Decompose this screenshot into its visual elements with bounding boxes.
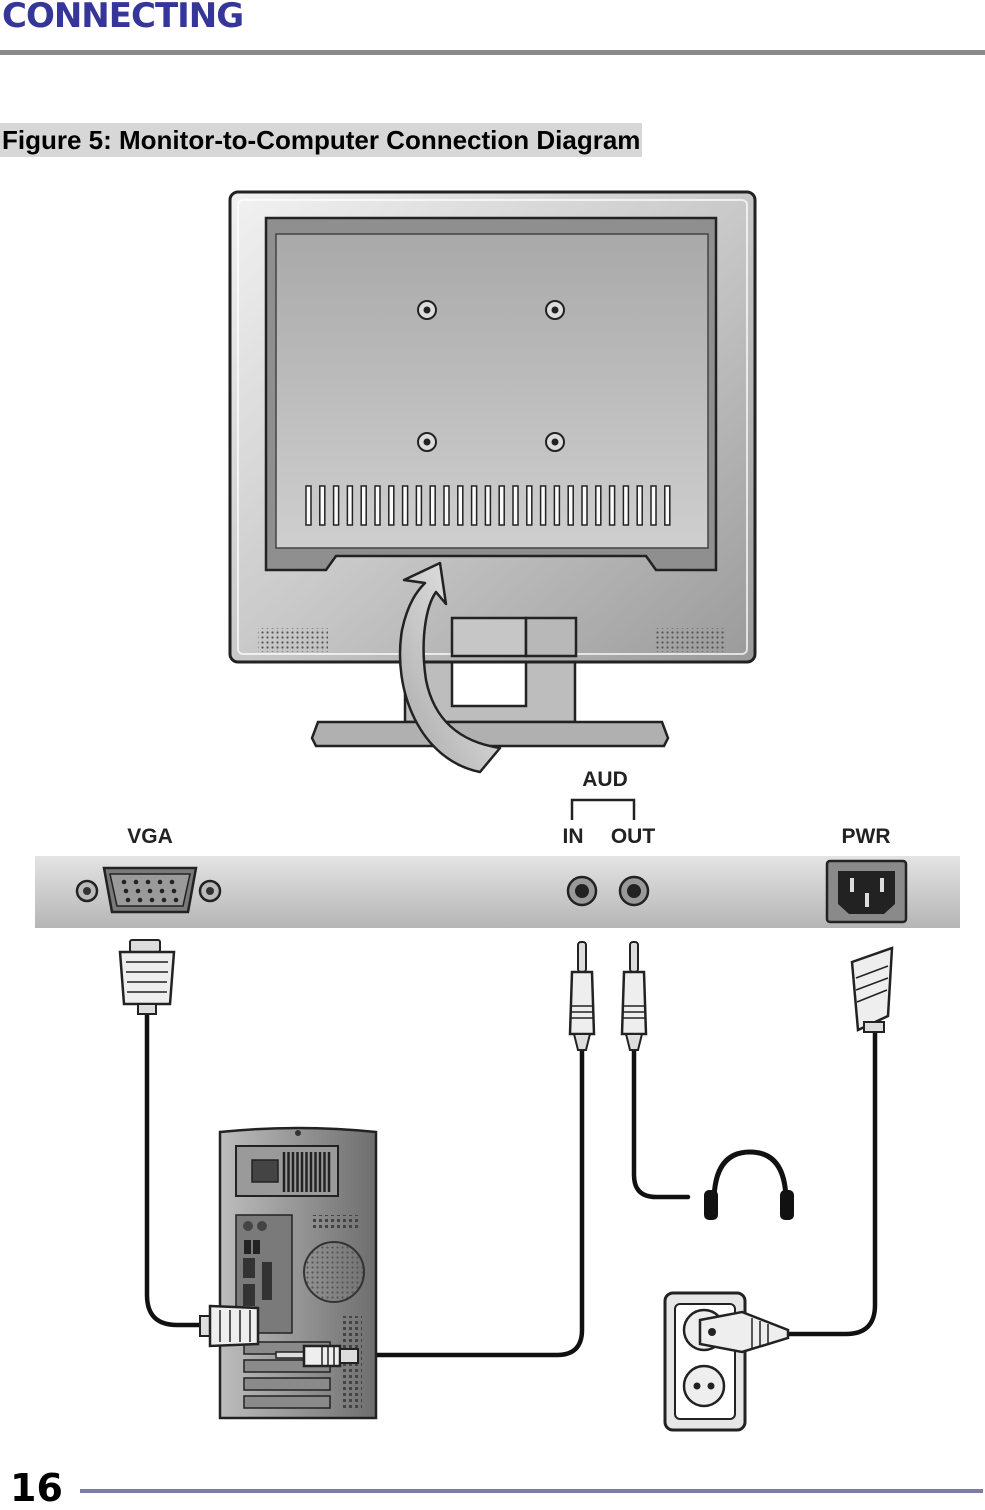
audio-in-plug [568,941,596,1051]
audio-group-bracket [570,798,636,820]
vga-pin [173,897,179,903]
vent-slot [457,485,464,526]
pc-vga-plug [199,1304,260,1348]
wall-plug [698,1310,790,1354]
vent-slot [608,485,616,526]
vga-pin [121,879,127,885]
rear-vents [305,485,671,526]
connector-cover-arrow [398,561,502,774]
connector-panel [35,856,960,928]
vga-pin [145,879,151,885]
case-fan [303,1241,365,1303]
footer-divider [80,1489,983,1493]
audio-group-label: AUD [582,768,628,791]
power-plug [850,946,894,1033]
vent-slot [664,485,671,526]
vga-port [75,866,222,914]
vga-pin [123,888,129,894]
power-port-label: PWR [842,825,891,848]
vent-slot [526,485,533,526]
connection-diagram: VGA AUD IN OUT PWR [35,190,960,1432]
header-divider [0,50,985,55]
vent-slot [305,485,312,526]
vent-slot [374,485,381,526]
vent-slot [332,485,340,526]
vent-slot [319,485,326,526]
vent-slot [650,485,657,526]
headphones-icon [704,1149,794,1220]
vent-slot [622,485,630,526]
audio-in-label: IN [563,825,584,848]
audio-out-label: OUT [611,825,656,848]
vga-cable [144,1007,218,1328]
vga-pin [133,879,139,885]
vga-pin [135,888,141,894]
cables [144,1007,878,1358]
vga-plug [118,939,176,1015]
vent-slot [470,485,478,526]
audio-out-plug [620,941,648,1051]
vent-slot [581,485,588,526]
vga-pin [137,897,143,903]
monitor-back-panel [275,233,709,549]
power-cable [777,1025,878,1337]
vent-slot [567,485,574,526]
section-title: CONNECTING [2,0,244,36]
vent-slot [388,485,395,526]
vga-pin [159,888,165,894]
vga-pin [125,897,131,903]
vent-slot [498,485,505,526]
audio-in-cable [352,1045,585,1358]
vga-pin [169,879,175,885]
vent-slot [415,485,423,526]
pc-audio-plug [275,1344,359,1368]
vent-slot [512,485,519,526]
audio-out-jack [618,875,650,907]
power-inlet [825,859,908,924]
vga-pin [149,897,155,903]
vent-slot [553,485,561,526]
vga-pin [147,888,153,894]
figure-caption: Figure 5: Monitor-to-Computer Connection… [0,123,643,157]
audio-out-cable [631,1045,691,1200]
vga-pin [157,879,163,885]
vesa-screw-holes [417,300,565,452]
vent-slot [346,485,354,526]
vent-slot [595,485,602,526]
vga-pin [161,897,167,903]
vent-slot [539,485,547,526]
power-supply [235,1145,339,1197]
vent-slot [443,485,450,526]
speaker-grille-right [655,628,725,652]
vent-slot [484,485,492,526]
vent-slot [360,485,367,526]
audio-in-jack [566,875,598,907]
pc-tower [218,1126,378,1420]
vent-slot [636,485,643,526]
page-number: 16 [10,1466,63,1510]
vga-port-label: VGA [127,825,173,848]
vent-slot [429,485,436,526]
vga-pin [171,888,177,894]
monitor-rear [228,190,757,774]
vent-slot [401,485,409,526]
speaker-grille-left [258,628,328,652]
